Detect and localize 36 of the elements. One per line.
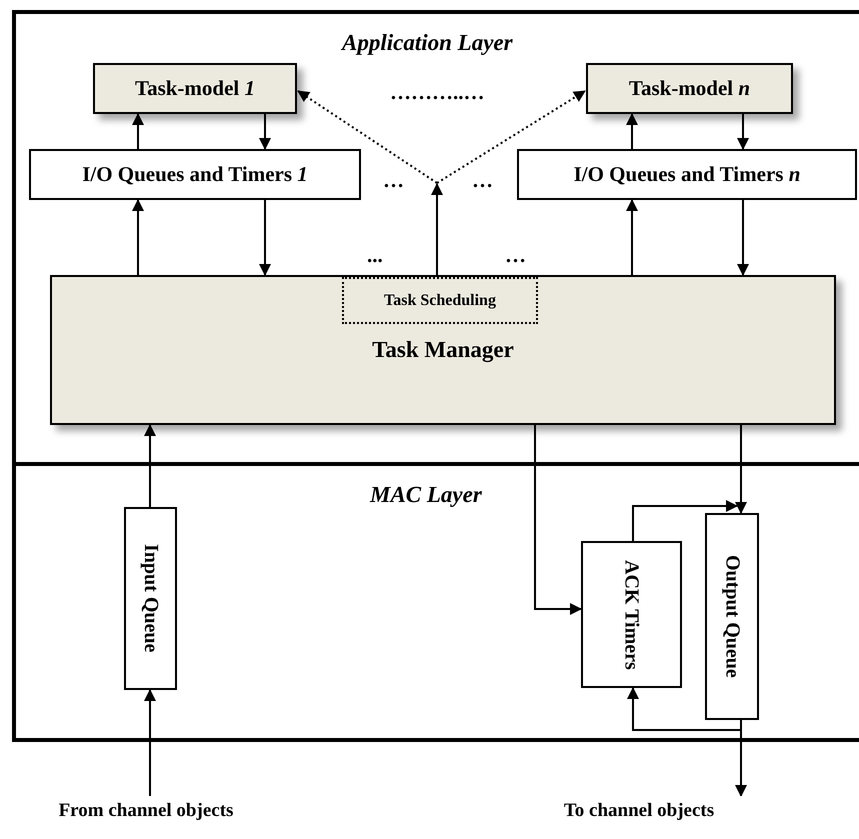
arrow — [132, 113, 144, 149]
arrow — [431, 183, 443, 275]
task-model-box: Task-model n — [586, 63, 793, 114]
arrow — [737, 114, 749, 150]
arrow — [259, 200, 271, 276]
scheduling-box: Task Scheduling — [342, 277, 538, 324]
arrow — [534, 425, 582, 615]
ellipsis-text: ... — [367, 243, 383, 268]
queue-box: ACK Timers — [581, 541, 682, 688]
dotted-arrow — [436, 90, 586, 184]
queue-box: Input Queue — [124, 507, 177, 690]
arrow — [632, 500, 738, 541]
arrow — [132, 199, 144, 275]
layer-title: Application Layer — [342, 30, 513, 56]
dotted-arrow — [297, 90, 438, 184]
queue-box: I/O Queues and Timers n — [517, 149, 857, 200]
arrow — [259, 114, 271, 150]
arrow — [144, 424, 156, 507]
layer-title: MAC Layer — [370, 482, 482, 508]
ellipsis-text: … — [505, 243, 526, 268]
channel-text: From channel objects — [58, 800, 234, 822]
queue-box: I/O Queues and Timers 1 — [29, 149, 361, 200]
arrow — [626, 113, 638, 149]
ellipsis-text: … — [383, 168, 404, 193]
arrow — [144, 689, 156, 796]
ellipsis-text: ………..… — [390, 80, 484, 105]
task-model-box: Task-model 1 — [93, 63, 297, 114]
arrow — [626, 199, 638, 275]
box-label: Task Manager — [372, 337, 514, 363]
queue-box: Output Queue — [705, 513, 759, 720]
arrow — [627, 687, 742, 731]
ellipsis-text: … — [472, 168, 493, 193]
arrow — [735, 425, 747, 514]
manager-box — [50, 275, 836, 425]
arrow — [737, 200, 749, 276]
channel-text: To channel objects — [564, 800, 714, 822]
